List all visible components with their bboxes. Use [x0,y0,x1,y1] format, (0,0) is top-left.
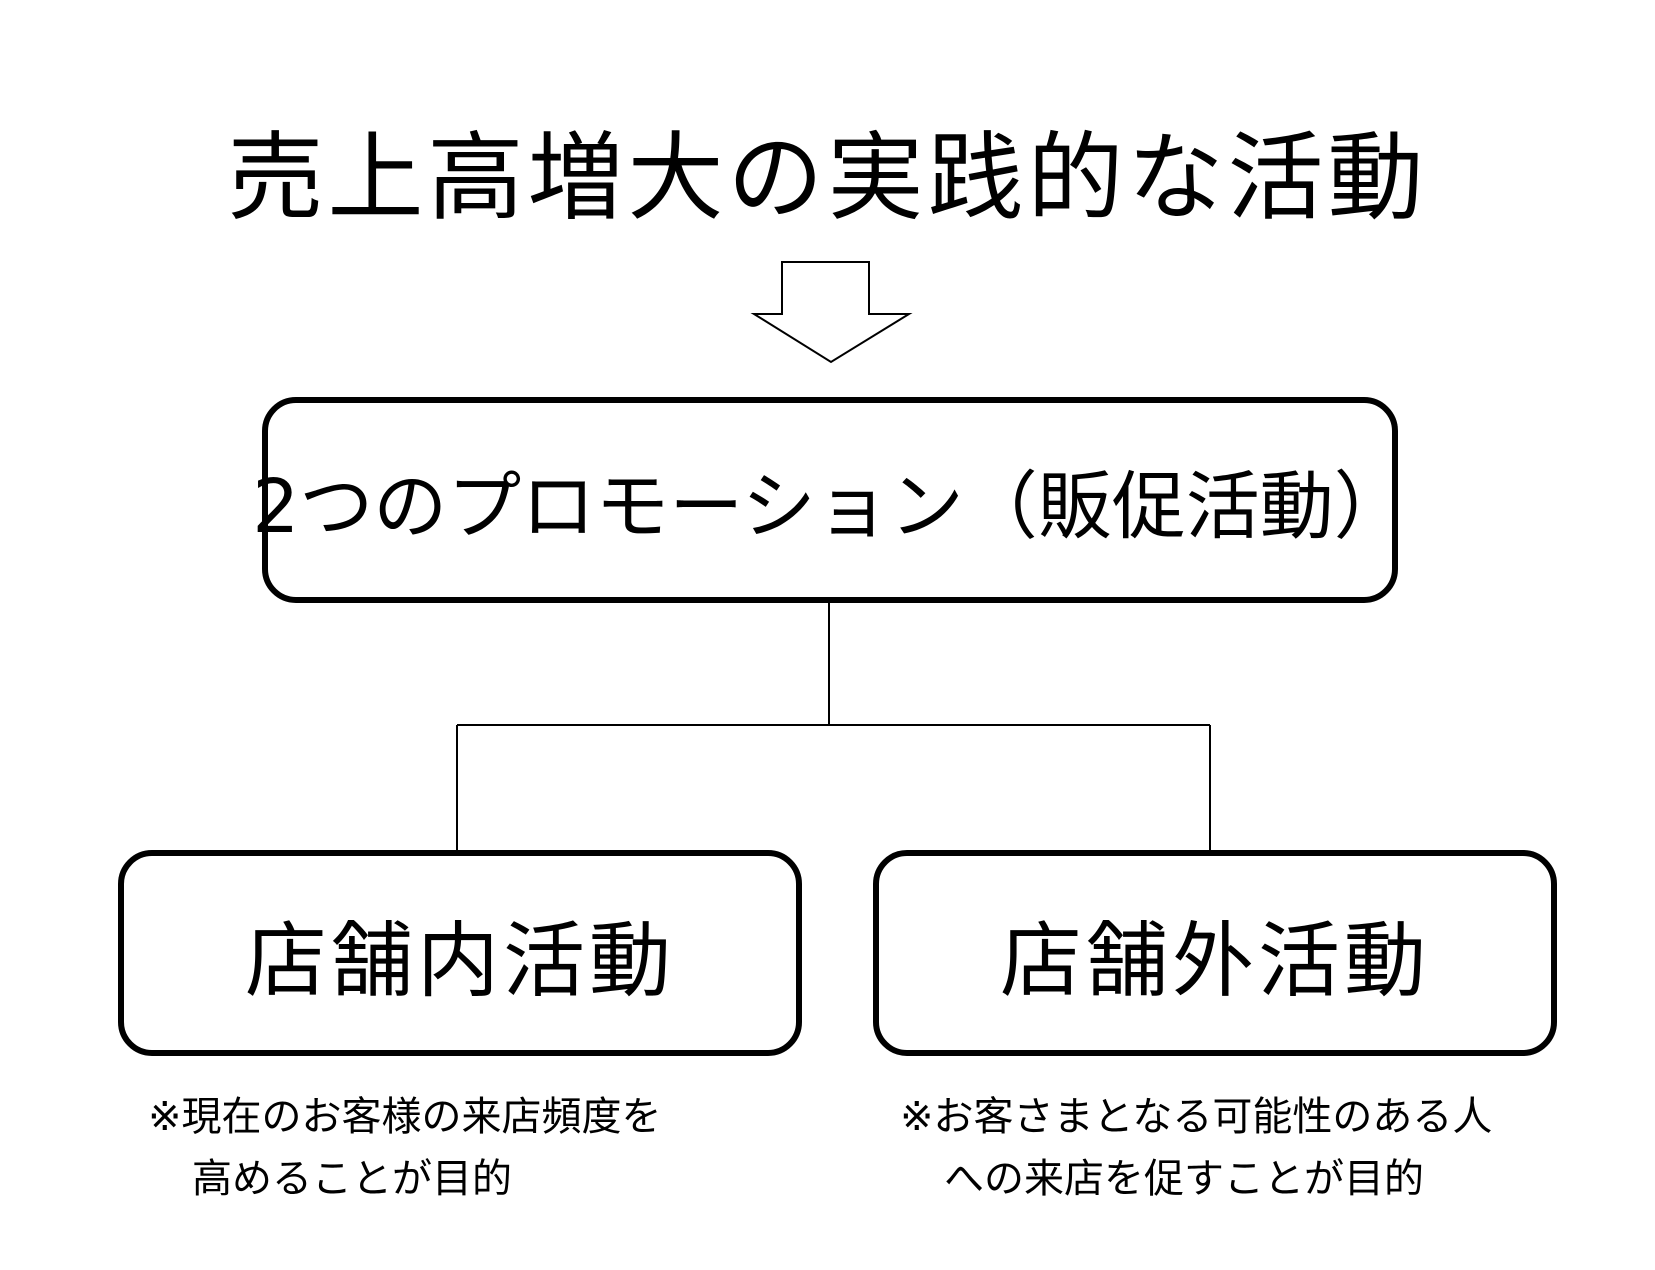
promotion-box: 2つのプロモーション（販促活動） [252,397,1408,603]
out-of-store-activity-box: 店舗外活動 [873,850,1557,1056]
in-store-note-line2: 高めることが目的 [192,1156,512,1202]
out-of-store-note-line2: への来店を促すことが目的 [944,1156,1424,1202]
out-of-store-activity-label: 店舗外活動 [999,913,1430,1009]
promotion-box-label: 2つのプロモーション（販促活動） [252,463,1408,550]
in-store-activity-label: 店舗内活動 [244,913,675,1009]
in-store-activity-box: 店舗内活動 [118,850,802,1056]
out-of-store-note-line1: ※お客さまとなる可能性のある人 [900,1094,1493,1140]
in-store-note-line1: ※現在のお客様の来店頻度を [148,1094,662,1140]
down-arrow-icon [750,261,913,364]
out-of-store-note: ※お客さまとなる可能性のある人 への来店を促すことが目的 [900,1086,1492,1210]
in-store-note: ※現在のお客様の来店頻度を 高めることが目的 [148,1086,662,1210]
page-title: 売上高増大の実践的な活動 [227,122,1428,234]
